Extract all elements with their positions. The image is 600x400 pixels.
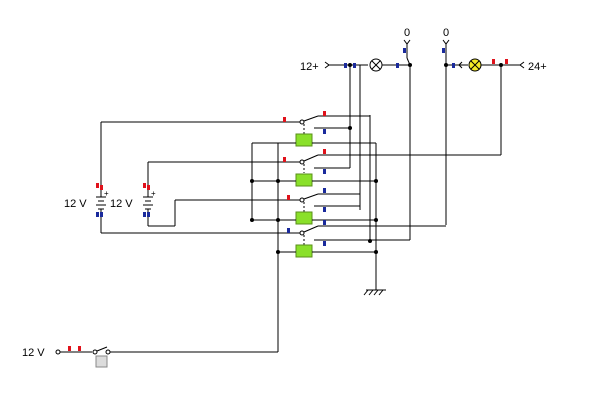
battery-2[interactable]: 12 V + xyxy=(110,162,156,226)
supply-12v-line: 12+ xyxy=(300,58,412,73)
lamp-12v[interactable] xyxy=(369,58,383,72)
relay-1[interactable] xyxy=(252,111,376,147)
battery-2-plus: + xyxy=(151,189,156,198)
lamp-24v[interactable] xyxy=(468,58,482,72)
push-button-icon[interactable] xyxy=(95,355,108,368)
label-ground-2: 0 xyxy=(443,27,449,39)
label-supply-12-plus: 12+ xyxy=(300,61,319,73)
relay-coil-icon xyxy=(295,211,313,225)
relay-2[interactable] xyxy=(252,149,501,187)
ground-terminal-1: 0 xyxy=(403,27,411,66)
label-supply-24-plus: 24+ xyxy=(528,61,547,73)
label-input-12v: 12 V xyxy=(22,347,45,359)
battery-1[interactable]: 12 V + xyxy=(64,122,109,233)
relay-coil-icon xyxy=(295,244,313,258)
relay-coil-icon xyxy=(295,173,313,187)
supply-24v-line: 0 24+ xyxy=(442,27,547,73)
relay-4[interactable] xyxy=(278,220,446,258)
ground-symbol xyxy=(363,289,386,296)
battery-1-plus: + xyxy=(104,189,109,198)
label-battery-2: 12 V xyxy=(110,198,133,210)
relay-coil-icon xyxy=(295,133,313,147)
label-battery-1: 12 V xyxy=(64,198,87,210)
relay-3[interactable] xyxy=(252,188,376,225)
input-12v-switch[interactable]: 12 V xyxy=(22,252,279,368)
label-ground-1: 0 xyxy=(404,27,410,39)
